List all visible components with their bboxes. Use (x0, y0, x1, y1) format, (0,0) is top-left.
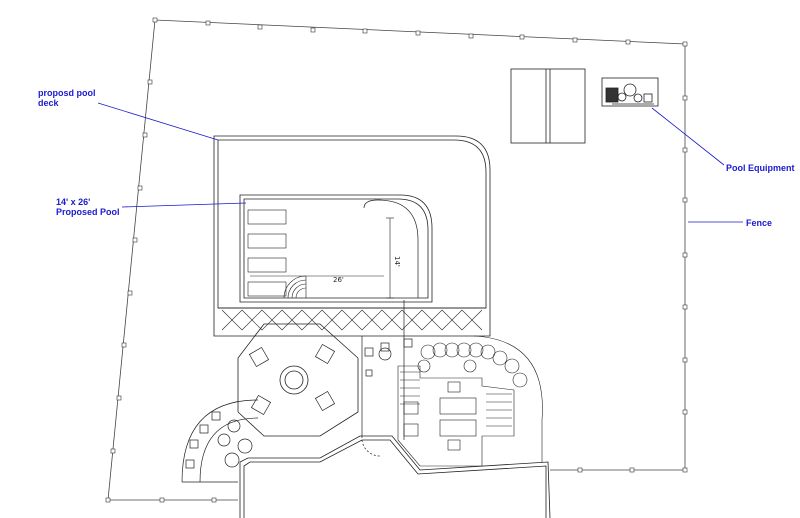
pool-length-dimension: 26' (333, 276, 344, 284)
proposed-pool (239, 194, 433, 303)
pool-deck (213, 135, 491, 337)
walkway (361, 300, 413, 457)
fence-label: Fence (746, 218, 773, 228)
proposed-pool-label: 14' x 26' Proposed Pool (56, 197, 120, 217)
pool-equipment-label: Pool Equipment (726, 163, 795, 173)
pool-steps (247, 209, 287, 297)
curved-seating-wall (181, 399, 259, 483)
rear-deck (397, 365, 515, 467)
shrubs (417, 335, 543, 462)
fence-line (105, 17, 688, 503)
pool-width-dimension: 14' (393, 256, 401, 267)
leader-lines (97, 102, 743, 223)
shed-structure (510, 68, 586, 144)
patio-chairs (248, 343, 336, 416)
house-outline (239, 435, 551, 518)
pool-deck-label: proposd pool deck (38, 88, 96, 108)
octagon-patio (237, 323, 359, 437)
pool-equipment-pad (601, 77, 659, 107)
